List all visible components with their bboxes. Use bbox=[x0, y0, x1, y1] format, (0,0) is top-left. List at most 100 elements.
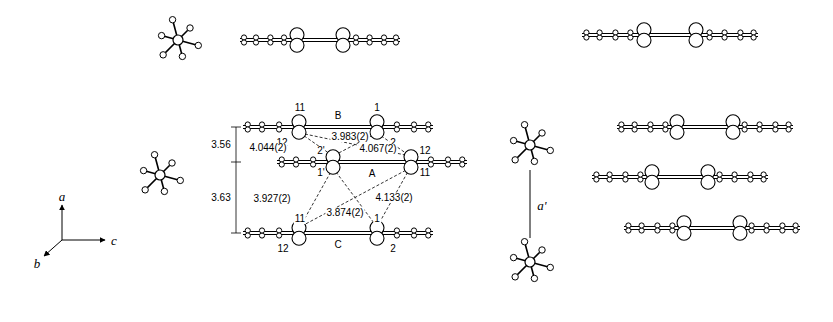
axis-label: c bbox=[110, 234, 118, 247]
axis-label: b bbox=[33, 257, 42, 270]
sulfur-atom bbox=[701, 175, 715, 189]
sulfur-atom bbox=[370, 125, 384, 139]
interplanar-distance: 3.63 bbox=[210, 193, 231, 203]
atom bbox=[751, 30, 756, 35]
atom bbox=[411, 122, 416, 127]
atom bbox=[773, 122, 778, 127]
molecule-label: A bbox=[368, 169, 377, 179]
atom bbox=[751, 35, 756, 40]
atom bbox=[584, 30, 589, 35]
atom bbox=[742, 122, 747, 127]
atom bbox=[761, 177, 766, 182]
atom bbox=[707, 30, 712, 35]
atom bbox=[628, 35, 633, 40]
atom bbox=[245, 233, 250, 238]
atom bbox=[655, 228, 660, 233]
atom bbox=[394, 228, 399, 233]
atom bbox=[426, 228, 431, 233]
atom bbox=[613, 30, 618, 35]
atom bbox=[623, 172, 628, 177]
atom bbox=[367, 40, 372, 45]
atom bbox=[293, 157, 298, 162]
sulfur-atom bbox=[326, 160, 340, 174]
atom bbox=[245, 228, 250, 233]
atom bbox=[632, 127, 637, 132]
atom bbox=[259, 122, 264, 127]
atom bbox=[253, 35, 258, 40]
axis-label: a' bbox=[536, 199, 547, 212]
atom bbox=[628, 30, 633, 35]
contact-distance: 3.874(2) bbox=[325, 208, 364, 218]
atom bbox=[394, 122, 399, 127]
atom bbox=[749, 223, 754, 228]
atom bbox=[793, 223, 798, 228]
atom-number: 12 bbox=[418, 146, 431, 156]
atom bbox=[393, 35, 398, 40]
atom bbox=[445, 162, 450, 167]
atom bbox=[594, 177, 599, 182]
atom bbox=[732, 172, 737, 177]
atom bbox=[638, 177, 643, 182]
octahedral-anion bbox=[140, 152, 183, 195]
atom bbox=[281, 35, 286, 40]
atom bbox=[381, 35, 386, 40]
atom bbox=[259, 127, 264, 132]
contact-distance: 4.044(2) bbox=[248, 143, 287, 153]
atom bbox=[648, 127, 653, 132]
molecule-edge-on bbox=[617, 115, 793, 140]
sulfur-atom bbox=[733, 226, 747, 240]
atom bbox=[639, 228, 644, 233]
atom bbox=[742, 127, 747, 132]
atom bbox=[786, 127, 791, 132]
atom bbox=[619, 127, 624, 132]
atom bbox=[426, 233, 431, 238]
sulfur-atom bbox=[290, 38, 304, 52]
atom bbox=[639, 223, 644, 228]
atom bbox=[277, 228, 282, 233]
atom bbox=[670, 223, 675, 228]
atom bbox=[655, 223, 660, 228]
sulfur-atom bbox=[637, 33, 651, 47]
axis-line bbox=[530, 170, 531, 238]
molecule-label: B bbox=[334, 111, 343, 121]
atom bbox=[786, 122, 791, 127]
atom bbox=[293, 162, 298, 167]
atom bbox=[460, 162, 465, 167]
atom bbox=[619, 122, 624, 127]
contact-distance: 4.067(2) bbox=[358, 144, 397, 154]
packing-figure bbox=[44, 17, 800, 282]
molecule-edge-on bbox=[240, 28, 400, 53]
atom bbox=[241, 35, 246, 40]
atom bbox=[279, 162, 284, 167]
atom bbox=[259, 233, 264, 238]
atom bbox=[311, 162, 316, 167]
atom bbox=[632, 122, 637, 127]
sulfur-atom bbox=[726, 125, 740, 139]
atom bbox=[717, 172, 722, 177]
atom bbox=[428, 162, 433, 167]
atom bbox=[732, 177, 737, 182]
atom-number: 12 bbox=[276, 244, 289, 254]
atom bbox=[722, 30, 727, 35]
atom bbox=[738, 30, 743, 35]
atom bbox=[411, 233, 416, 238]
atom bbox=[584, 35, 589, 40]
atom bbox=[717, 177, 722, 182]
atom bbox=[353, 40, 358, 45]
atom bbox=[607, 172, 612, 177]
atom bbox=[626, 228, 631, 233]
atom bbox=[663, 127, 668, 132]
sulfur-atom bbox=[370, 231, 384, 245]
atom bbox=[381, 40, 386, 45]
atom bbox=[253, 40, 258, 45]
atom bbox=[394, 127, 399, 132]
atom bbox=[445, 157, 450, 162]
atom bbox=[793, 228, 798, 233]
sulfur-atom bbox=[670, 125, 684, 139]
sulfur-atom bbox=[336, 38, 350, 52]
sulfur-atom bbox=[689, 33, 703, 47]
atom bbox=[279, 157, 284, 162]
atom bbox=[367, 35, 372, 40]
atom-number: 11 bbox=[294, 214, 306, 224]
sulfur-atom bbox=[645, 175, 659, 189]
